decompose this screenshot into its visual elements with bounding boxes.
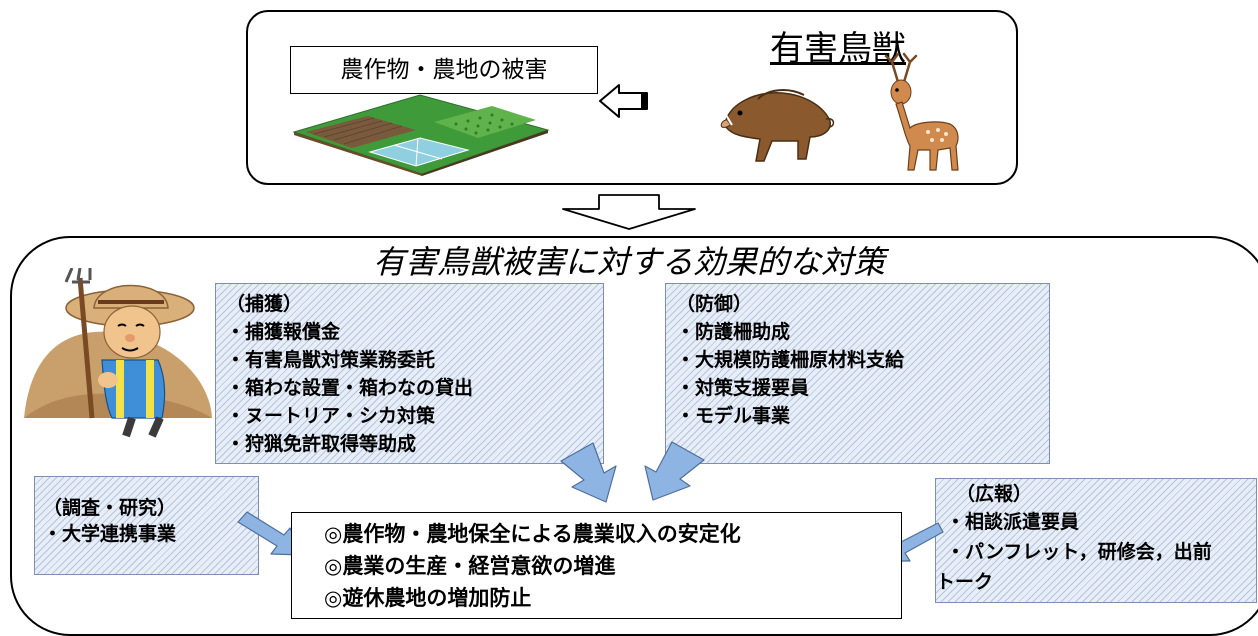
research-box: （調査・研究） ・大学連携事業 (34, 476, 259, 575)
capture-box: （捕獲） ・捕獲報償金 ・有害鳥獣対策業務委託 ・箱わな設置・箱わなの貸出 ・ヌ… (215, 283, 604, 464)
left-hollow-arrow-icon (599, 84, 648, 118)
pr-item: ・相談派遣要員 (946, 511, 1080, 533)
down-hollow-arrow-icon (562, 194, 696, 230)
main-title: 有害鳥獣被害に対する効果的な対策 (372, 243, 885, 281)
defense-box: （防御） ・防護柵助成 ・大規模防護柵原材料支給 ・対策支援要員 ・モデル事業 (665, 283, 1050, 464)
wild-boar-icon (720, 89, 835, 162)
pr-item: トーク (936, 571, 994, 593)
defense-item: ・対策支援要員 (676, 377, 810, 399)
pests-title: 有害鳥獣 (770, 29, 906, 69)
research-heading: （調査・研究） (43, 497, 177, 519)
defense-item: ・防護柵助成 (676, 321, 791, 343)
capture-item: ・箱わな設置・箱わなの貸出 (226, 377, 474, 399)
outcomes-box: ◎農作物・農地保全による農業収入の安定化 ◎農業の生産・経営意欲の増進 ◎遊休農… (291, 512, 902, 619)
deer-icon (884, 52, 959, 171)
research-item: ・大学連携事業 (43, 523, 177, 545)
outcome-item: ◎農業の生産・経営意欲の増進 (324, 554, 616, 578)
defense-arrow-icon (644, 441, 705, 501)
capture-item: ・狩猟免許取得等助成 (226, 433, 417, 455)
defense-item: ・大規模防護柵原材料支給 (676, 349, 905, 371)
crop-damage-label-box: 農作物・農地の被害 (290, 46, 598, 94)
capture-item: ・ヌートリア・シカ対策 (226, 405, 436, 427)
capture-arrow-icon (560, 442, 617, 503)
outcome-item: ◎遊休農地の増加防止 (324, 586, 532, 610)
capture-item: ・捕獲報償金 (226, 321, 341, 343)
pr-box: （広報） ・相談派遣要員 ・パンフレット，研修会，出前 トーク (935, 478, 1257, 603)
capture-item: ・有害鳥獣対策業務委託 (226, 349, 436, 371)
crop-damage-label: 農作物・農地の被害 (340, 57, 548, 83)
pr-heading: （広報） (956, 483, 1033, 505)
defense-item: ・モデル事業 (676, 405, 791, 427)
capture-heading: （捕獲） (226, 293, 303, 315)
defense-heading: （防御） (676, 293, 753, 315)
outcome-item: ◎農作物・農地保全による農業収入の安定化 (324, 522, 741, 546)
farmland-illustration (292, 94, 550, 176)
pr-item: ・パンフレット，研修会，出前 (946, 541, 1212, 563)
farmer-icon (24, 268, 212, 438)
